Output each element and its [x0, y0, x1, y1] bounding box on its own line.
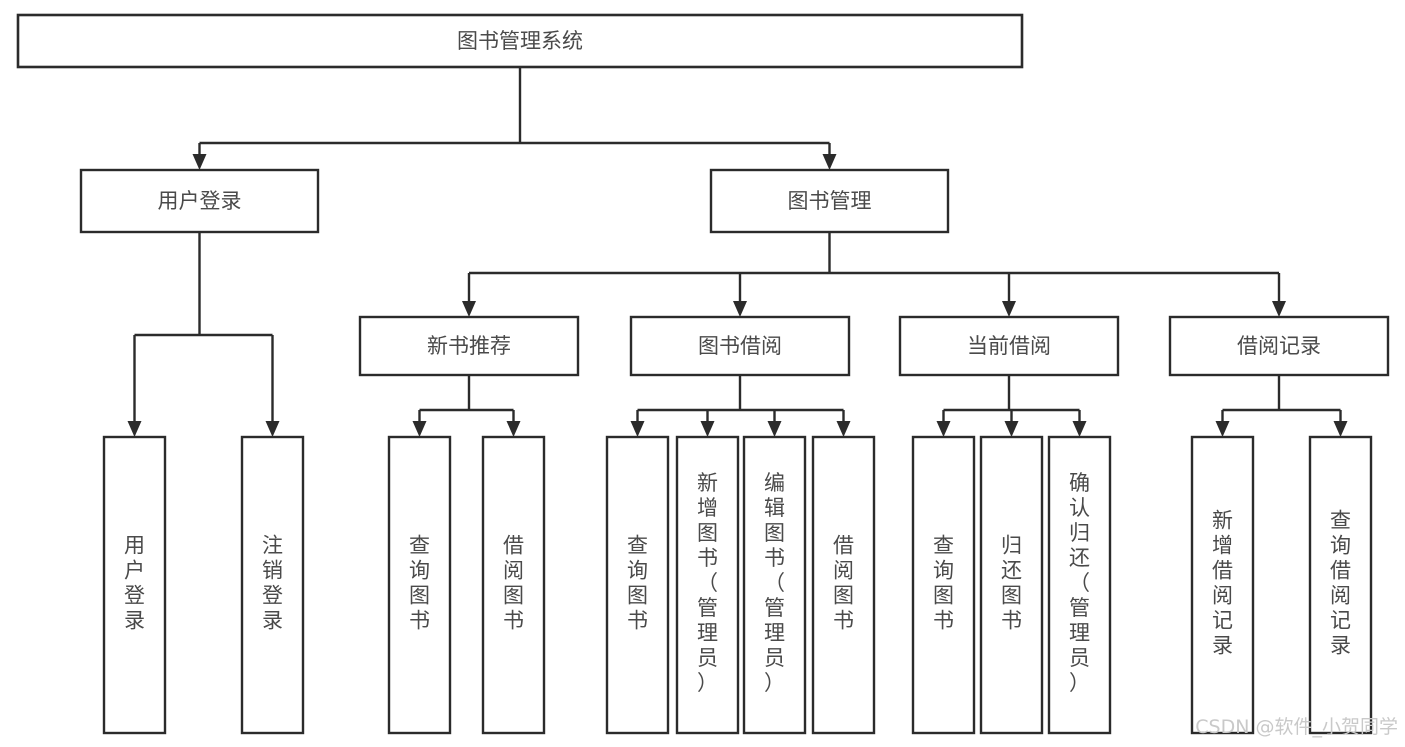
node-box-user-login-signin: [102, 435, 167, 735]
node-label-current-query-book: 查询图书: [933, 534, 954, 633]
node-book-management[interactable]: 图书管理: [709, 168, 950, 234]
node-box-borrow-borrow-book: [811, 435, 876, 735]
node-box-root: [16, 13, 1024, 69]
arrow-head-icon: [733, 301, 747, 317]
node-borrow-edit-book[interactable]: 编辑图书（管理员）: [742, 435, 807, 735]
node-label-book-borrow: 图书借阅: [698, 334, 782, 358]
node-record-query[interactable]: 查询借阅记录: [1308, 435, 1373, 735]
node-label-user-login-signout: 注销登录: [262, 534, 283, 633]
node-label-borrow-edit-book: 编辑图书（管理员）: [764, 471, 785, 695]
node-current-borrow[interactable]: 当前借阅: [898, 315, 1120, 377]
node-box-current-query-book: [911, 435, 976, 735]
node-new-book-recommend[interactable]: 新书推荐: [358, 315, 580, 377]
node-label-root: 图书管理系统: [457, 29, 583, 53]
node-box-user-login: [79, 168, 320, 234]
arrow-head-icon: [1004, 421, 1019, 437]
arrow-head-icon: [822, 154, 837, 170]
node-label-borrow-add-book: 新增图书（管理员）: [697, 471, 718, 695]
node-label-new-book-recommend: 新书推荐: [427, 334, 511, 358]
node-box-book-management: [709, 168, 950, 234]
arrow-head-icon: [767, 421, 782, 437]
node-box-borrow-record: [1168, 315, 1390, 377]
node-label-borrow-borrow-book: 借阅图书: [833, 534, 854, 633]
node-label-current-return-book: 归还图书: [1001, 534, 1022, 633]
node-root[interactable]: 图书管理系统: [16, 13, 1024, 69]
node-label-borrow-record: 借阅记录: [1237, 334, 1321, 358]
arrow-head-icon: [462, 301, 476, 317]
node-recommend-query-book[interactable]: 查询图书: [387, 435, 452, 735]
node-label-recommend-borrow-book: 借阅图书: [503, 534, 524, 633]
node-box-current-borrow: [898, 315, 1120, 377]
arrow-head-icon: [1072, 421, 1087, 437]
node-current-query-book[interactable]: 查询图书: [911, 435, 976, 735]
csdn-watermark: CSDN @软件_小贺同学: [1195, 716, 1398, 738]
node-box-recommend-query-book: [387, 435, 452, 735]
node-box-current-confirm-return: [1047, 435, 1112, 735]
node-borrow-record[interactable]: 借阅记录: [1168, 315, 1390, 377]
arrow-head-icon: [936, 421, 951, 437]
node-box-borrow-add-book: [675, 435, 740, 735]
node-user-login-signout[interactable]: 注销登录: [240, 435, 305, 735]
arrow-head-icon: [265, 421, 280, 437]
node-label-record-query: 查询借阅记录: [1330, 509, 1351, 658]
node-label-current-borrow: 当前借阅: [967, 334, 1051, 358]
node-box-borrow-query-book: [605, 435, 670, 735]
node-label-book-management: 图书管理: [788, 189, 872, 213]
node-box-recommend-borrow-book: [481, 435, 546, 735]
node-box-user-login-signout: [240, 435, 305, 735]
arrow-head-icon: [506, 421, 521, 437]
node-label-user-login-signin: 用户登录: [124, 534, 145, 633]
arrow-head-icon: [1272, 301, 1286, 317]
node-borrow-query-book[interactable]: 查询图书: [605, 435, 670, 735]
node-current-confirm-return[interactable]: 确认归还（管理员）: [1047, 435, 1112, 735]
arrow-head-icon: [412, 421, 427, 437]
node-label-recommend-query-book: 查询图书: [409, 534, 430, 633]
node-box-borrow-edit-book: [742, 435, 807, 735]
node-current-return-book[interactable]: 归还图书: [979, 435, 1044, 735]
arrow-head-icon: [1333, 421, 1348, 437]
arrow-head-icon: [700, 421, 715, 437]
node-user-login-signin[interactable]: 用户登录: [102, 435, 167, 735]
node-box-book-borrow: [629, 315, 851, 377]
arrow-head-icon: [127, 421, 142, 437]
node-borrow-borrow-book[interactable]: 借阅图书: [811, 435, 876, 735]
arrow-head-icon: [836, 421, 851, 437]
node-box-current-return-book: [979, 435, 1044, 735]
arrow-head-icon: [630, 421, 645, 437]
node-recommend-borrow-book[interactable]: 借阅图书: [481, 435, 546, 735]
node-box-new-book-recommend: [358, 315, 580, 377]
node-box-record-query: [1308, 435, 1373, 735]
node-user-login[interactable]: 用户登录: [79, 168, 320, 234]
arrow-head-icon: [1215, 421, 1230, 437]
node-borrow-add-book[interactable]: 新增图书（管理员）: [675, 435, 740, 735]
node-label-borrow-query-book: 查询图书: [627, 534, 648, 633]
node-book-borrow[interactable]: 图书借阅: [629, 315, 851, 377]
arrow-head-icon: [1002, 301, 1016, 317]
arrow-head-icon: [192, 154, 207, 170]
node-box-record-add: [1190, 435, 1255, 735]
node-label-user-login: 用户登录: [158, 189, 242, 213]
node-label-current-confirm-return: 确认归还（管理员）: [1069, 471, 1090, 695]
node-label-record-add: 新增借阅记录: [1212, 509, 1233, 658]
node-record-add[interactable]: 新增借阅记录: [1190, 435, 1255, 735]
connectors-layer: [127, 67, 1348, 437]
